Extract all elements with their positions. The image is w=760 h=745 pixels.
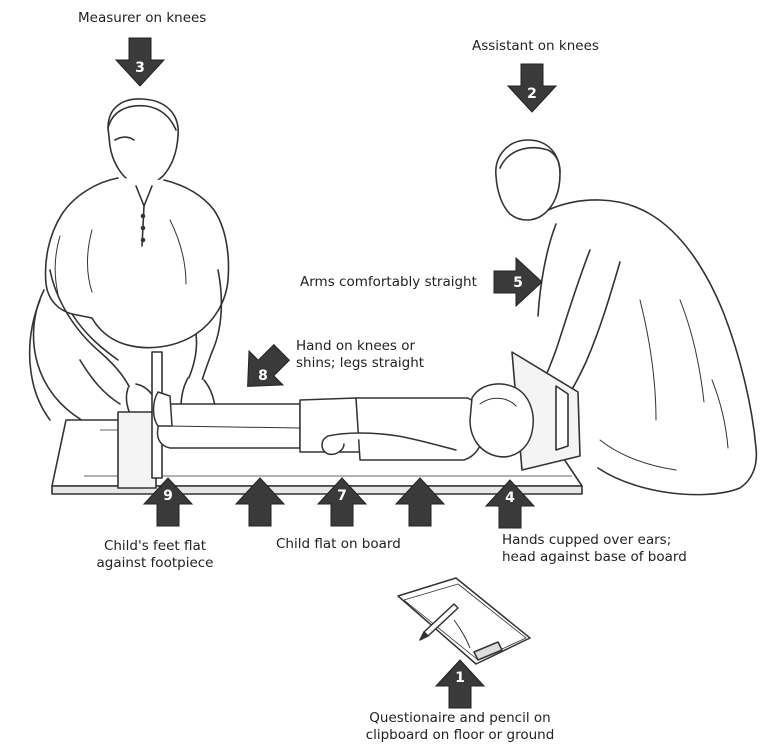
step-number-3: 3: [135, 60, 145, 76]
step-number-4: 4: [505, 490, 515, 506]
label-questionnaire: Questionaire and pencil on clipboard on …: [350, 710, 570, 744]
step-number-2: 2: [527, 86, 537, 102]
step-number-8: 8: [258, 368, 268, 384]
label-hand-on-knees: Hand on knees or shins; legs straight: [296, 338, 424, 372]
label-hand-line-1: Hand on knees or: [296, 338, 424, 355]
step-number-7: 7: [337, 488, 347, 504]
step-number-9: 9: [163, 488, 173, 504]
step-number-5: 5: [513, 275, 523, 291]
label-ears-line-2: head against base of board: [502, 549, 687, 566]
label-quest-line-1: Questionaire and pencil on: [350, 710, 570, 727]
label-measurer: Measurer on knees: [78, 10, 206, 27]
label-arms: Arms comfortably straight: [300, 274, 477, 291]
label-board: Child flat on board: [276, 536, 401, 553]
label-hand-line-2: shins; legs straight: [296, 355, 424, 372]
label-ears: Hands cupped over ears; head against bas…: [502, 532, 687, 566]
label-feet-line-1: Child's feet flat: [70, 538, 240, 555]
label-ears-line-1: Hands cupped over ears;: [502, 532, 687, 549]
measurer-figure: [30, 99, 229, 438]
label-quest-line-2: clipboard on floor or ground: [350, 727, 570, 744]
label-feet-line-2: against footpiece: [70, 555, 240, 572]
label-assistant: Assistant on knees: [472, 38, 599, 55]
label-feet: Child's feet flat against footpiece: [70, 538, 240, 572]
clipboard-icon: [398, 578, 530, 664]
step-number-1: 1: [455, 670, 465, 686]
